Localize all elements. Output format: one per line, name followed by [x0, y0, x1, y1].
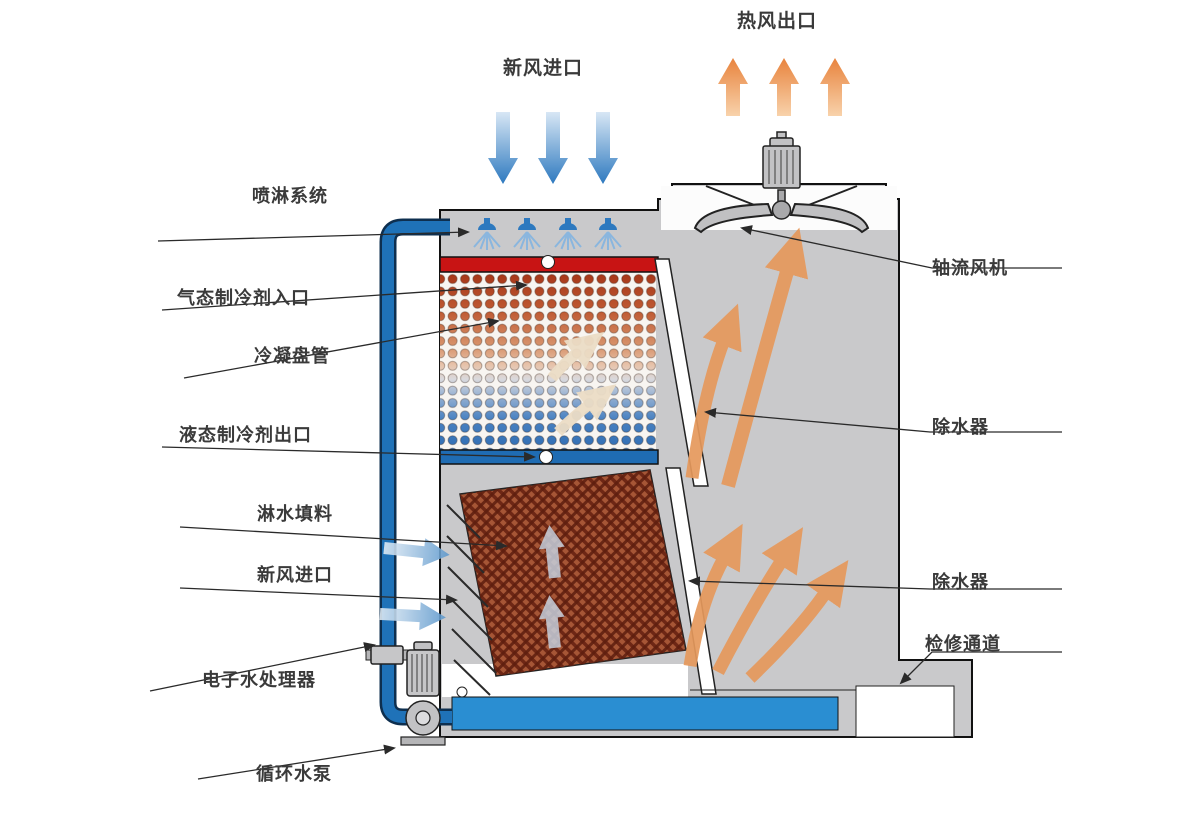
label-drift-eliminator-lower: 除水器: [932, 572, 989, 592]
label-fresh-air-inlet-side: 新风进口: [257, 565, 333, 585]
label-electronic-water-processor: 电子水处理器: [202, 670, 316, 690]
label-axial-fan: 轴流风机: [932, 258, 1008, 278]
label-fresh-air-inlet-top: 新风进口: [503, 58, 584, 79]
outlet-port-icon: [539, 450, 553, 464]
electronic-water-processor-icon: [365, 645, 409, 665]
label-hot-air-outlet: 热风出口: [737, 11, 818, 32]
circulation-pipe-icon: [379, 218, 452, 726]
drain-port-icon: [456, 686, 468, 698]
label-gaseous-refrigerant-inlet: 气态制冷剂入口: [177, 288, 310, 308]
maintenance-access-opening: [855, 685, 955, 738]
label-drift-eliminator-upper: 除水器: [932, 417, 989, 437]
label-condensing-coil: 冷凝盘管: [254, 346, 330, 366]
inlet-louvers-icon: [446, 504, 497, 696]
sump-headspace: [442, 664, 688, 697]
axial-fan-icon: [693, 185, 870, 234]
spray-nozzles-icon: [473, 218, 622, 250]
fresh-air-arrows-icon: [488, 112, 618, 184]
inlet-port-icon: [541, 255, 555, 269]
label-circulating-water-pump: 循环水泵: [256, 764, 332, 784]
label-maintenance-access: 检修通道: [925, 634, 1001, 654]
circulating-pump-icon: [400, 641, 446, 746]
internal-air-arrows-icon: [683, 227, 849, 683]
hot-air-arrows-icon: [718, 58, 850, 116]
condensing-coil-icon: [440, 272, 656, 451]
spray-fill-icon: [459, 469, 687, 677]
leader-lines: [149, 225, 1062, 780]
label-liquid-refrigerant-outlet: 液态制冷剂出口: [179, 425, 312, 445]
water-basin: [451, 696, 839, 731]
side-air-arrows-icon: [379, 538, 450, 631]
label-spray-fill: 淋水填料: [257, 504, 333, 524]
fan-motor-icon: [762, 131, 801, 189]
label-spray-system: 喷淋系统: [252, 186, 328, 206]
